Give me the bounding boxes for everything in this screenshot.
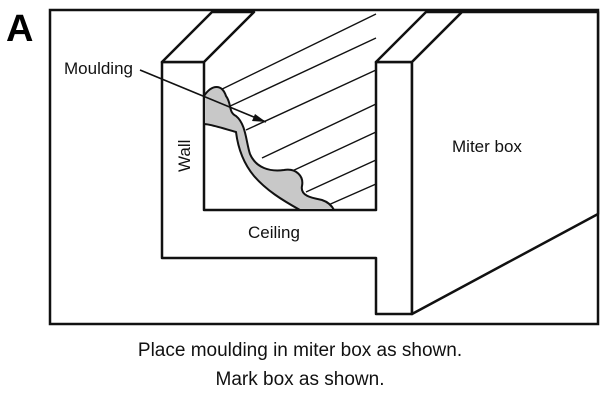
- miter-box-left-wall-top: [160, 10, 256, 64]
- ceiling-label: Ceiling: [248, 223, 300, 242]
- moulding-profile: [203, 86, 335, 211]
- moulding-depth-lines: [211, 13, 377, 207]
- channel-inner-edge: [203, 11, 255, 63]
- miter-box-label: Miter box: [452, 137, 522, 156]
- caption-line-2: Mark box as shown.: [215, 369, 385, 390]
- panel-letter: A: [6, 8, 34, 50]
- moulding-label: Moulding: [64, 59, 133, 78]
- moulding-leader-arrowhead: [252, 114, 266, 122]
- wall-label: Wall: [175, 140, 194, 172]
- moulding-leader-line: [139, 69, 267, 123]
- caption-line-1: Place moulding in miter box as shown.: [137, 340, 463, 361]
- miter-box-side-face: [410, 10, 600, 316]
